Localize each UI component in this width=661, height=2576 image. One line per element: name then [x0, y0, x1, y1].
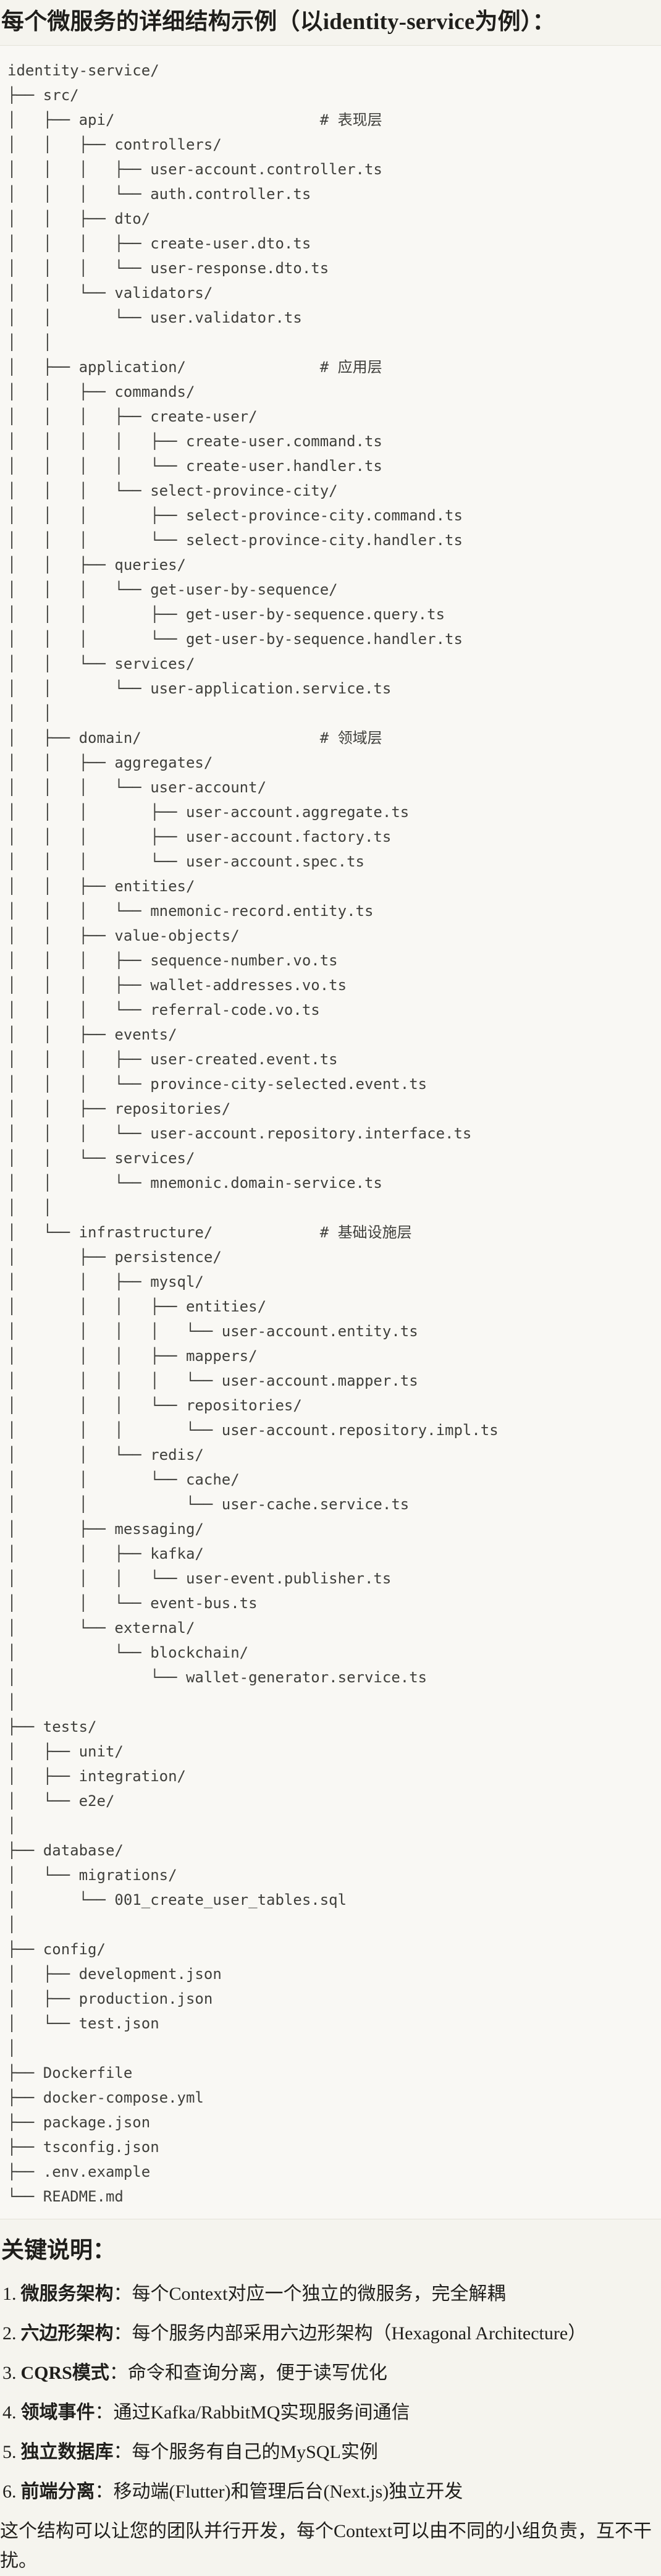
note-number: 1. [2, 2284, 17, 2304]
closing-paragraph: 这个结构可以让您的团队并行开发，每个Context可以由不同的小组负责，互不干扰… [0, 2521, 652, 2571]
page-title: 每个微服务的详细结构示例（以identity-service为例）： [1, 9, 555, 35]
note-term: 独立数据库 [20, 2442, 114, 2462]
note-term: 领域事件 [20, 2402, 95, 2423]
note-term: CQRS模式 [20, 2363, 109, 2383]
note-term: 微服务架构 [20, 2284, 114, 2304]
note-number: 4. [2, 2402, 17, 2423]
note-term: 前端分离 [20, 2481, 95, 2502]
note-number: 5. [2, 2442, 17, 2462]
notes-list: 1.微服务架构：每个Context对应一个独立的微服务，完全解耦 2.六边形架构… [2, 2279, 661, 2507]
note-text: ：命令和查询分离，便于读写优化 [109, 2363, 387, 2383]
code-block: identity-service/ ├── src/ │ ├── api/ # … [0, 45, 661, 2219]
note-number: 3. [2, 2363, 17, 2383]
note-term: 六边形架构 [20, 2323, 114, 2344]
note-text: ：通过Kafka/RabbitMQ实现服务间通信 [95, 2402, 410, 2423]
notes-heading: 关键说明： [1, 2238, 116, 2263]
note-item-3: 3.CQRS模式：命令和查询分离，便于读写优化 [2, 2358, 661, 2388]
note-text: ：每个服务内部采用六边形架构（Hexagonal Architecture） [113, 2323, 587, 2344]
directory-tree: identity-service/ ├── src/ │ ├── api/ # … [7, 62, 499, 2205]
note-item-6: 6.前端分离：移动端(Flutter)和管理后台(Next.js)独立开发 [2, 2477, 661, 2507]
note-item-1: 1.微服务架构：每个Context对应一个独立的微服务，完全解耦 [2, 2279, 661, 2309]
note-item-2: 2.六边形架构：每个服务内部采用六边形架构（Hexagonal Architec… [2, 2319, 661, 2349]
note-text: ：移动端(Flutter)和管理后台(Next.js)独立开发 [95, 2481, 463, 2502]
document-body: 每个微服务的详细结构示例（以identity-service为例）： ident… [0, 9, 661, 2576]
note-text: ：每个服务有自己的MySQL实例 [113, 2442, 378, 2462]
note-item-4: 4.领域事件：通过Kafka/RabbitMQ实现服务间通信 [2, 2398, 661, 2428]
note-item-5: 5.独立数据库：每个服务有自己的MySQL实例 [2, 2438, 661, 2467]
note-number: 6. [2, 2481, 17, 2502]
note-text: ：每个Context对应一个独立的微服务，完全解耦 [113, 2284, 506, 2304]
note-number: 2. [2, 2323, 17, 2344]
